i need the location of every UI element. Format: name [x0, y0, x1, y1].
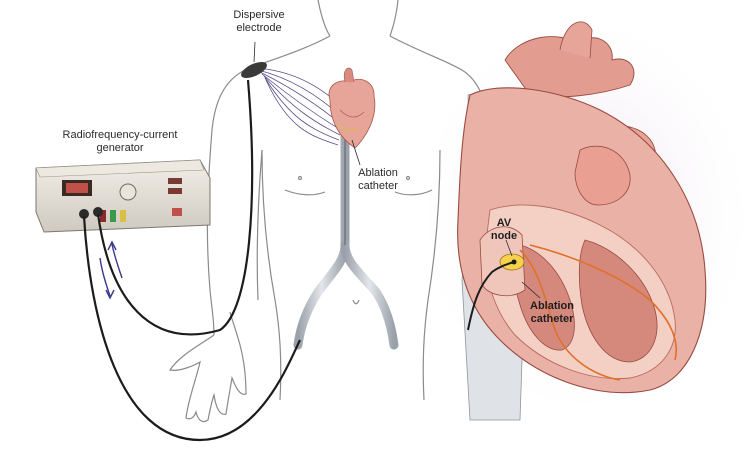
rf-generator	[35, 159, 211, 233]
large-heart	[457, 21, 707, 421]
dispersive-electrode-pad	[241, 61, 267, 79]
heart-ablation-catheter	[467, 261, 515, 331]
small-heart	[328, 67, 376, 149]
vessel-system	[293, 115, 399, 350]
label-rf-generator: Radiofrequency-current generator	[62, 129, 178, 154]
label-dispersive-electrode: Dispersive electrode	[233, 9, 285, 34]
label-ablation-catheter-body: Ablation catheter	[358, 167, 398, 192]
label-ablation-catheter-heart: Ablation catheter	[530, 300, 574, 325]
current-arrows	[99, 240, 123, 300]
label-av-node: AV node	[490, 217, 518, 242]
cables	[82, 79, 301, 442]
